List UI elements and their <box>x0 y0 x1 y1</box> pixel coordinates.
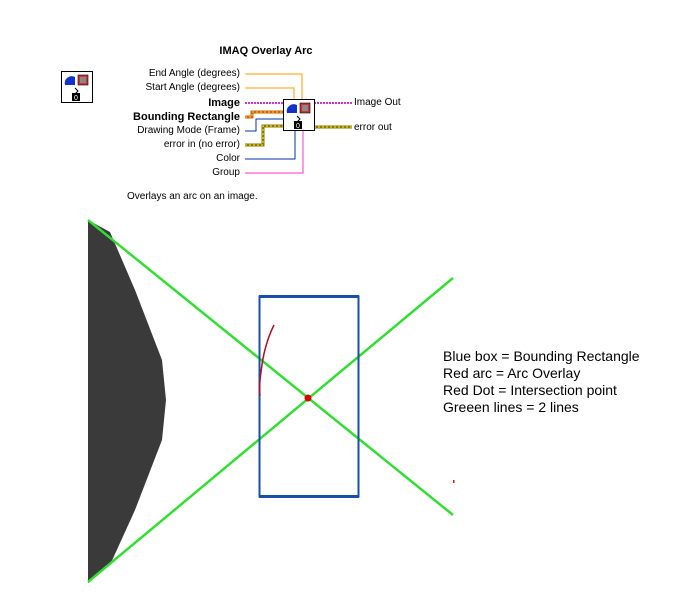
node-badge-zero: 0 <box>296 123 300 130</box>
legend-lines: Greeen lines = 2 lines <box>443 399 579 415</box>
legend-arc-overlay: Red arc = Arc Overlay <box>443 365 581 381</box>
overlay-arc-icon: 0 <box>61 71 93 103</box>
vi-description: Overlays an arc on an image. <box>127 191 258 202</box>
wire-color <box>245 130 296 160</box>
terminal-image: Image <box>208 97 240 109</box>
terminal-end-angle: End Angle (degrees) <box>148 68 240 79</box>
terminal-bounding-rectangle: Bounding Rectangle <box>133 111 240 123</box>
red-mark <box>453 480 455 483</box>
green-line-2 <box>87 277 454 583</box>
red-arc-overlay <box>258 324 275 397</box>
terminal-drawing-mode: Drawing Mode (Frame) <box>137 125 240 136</box>
terminal-group: Group <box>212 167 240 178</box>
legend-intersection: Red Dot = Intersection point <box>443 382 617 398</box>
red-intersection-dot <box>304 394 312 402</box>
terminal-error-out: error out <box>354 122 392 133</box>
wire-end-angle <box>245 73 303 100</box>
dark-object-shape <box>88 220 166 583</box>
terminal-start-angle: Start Angle (degrees) <box>145 82 241 93</box>
green-line-1 <box>87 219 454 516</box>
terminal-image-out: Image Out <box>354 97 401 108</box>
wire-group <box>245 130 304 174</box>
vi-node-icon: 0 <box>283 99 315 131</box>
vi-title: IMAQ Overlay Arc <box>219 45 313 57</box>
terminal-color: Color <box>216 153 240 164</box>
legend-bounding-rect: Blue box = Bounding Rectangle <box>443 348 640 364</box>
vi-icon-small: 0 <box>61 71 93 103</box>
icon-badge-zero: 0 <box>74 95 78 102</box>
terminal-error-in: error in (no error) <box>163 139 240 150</box>
wire-start-angle <box>245 87 295 100</box>
wire-drawing-mode <box>245 118 283 132</box>
